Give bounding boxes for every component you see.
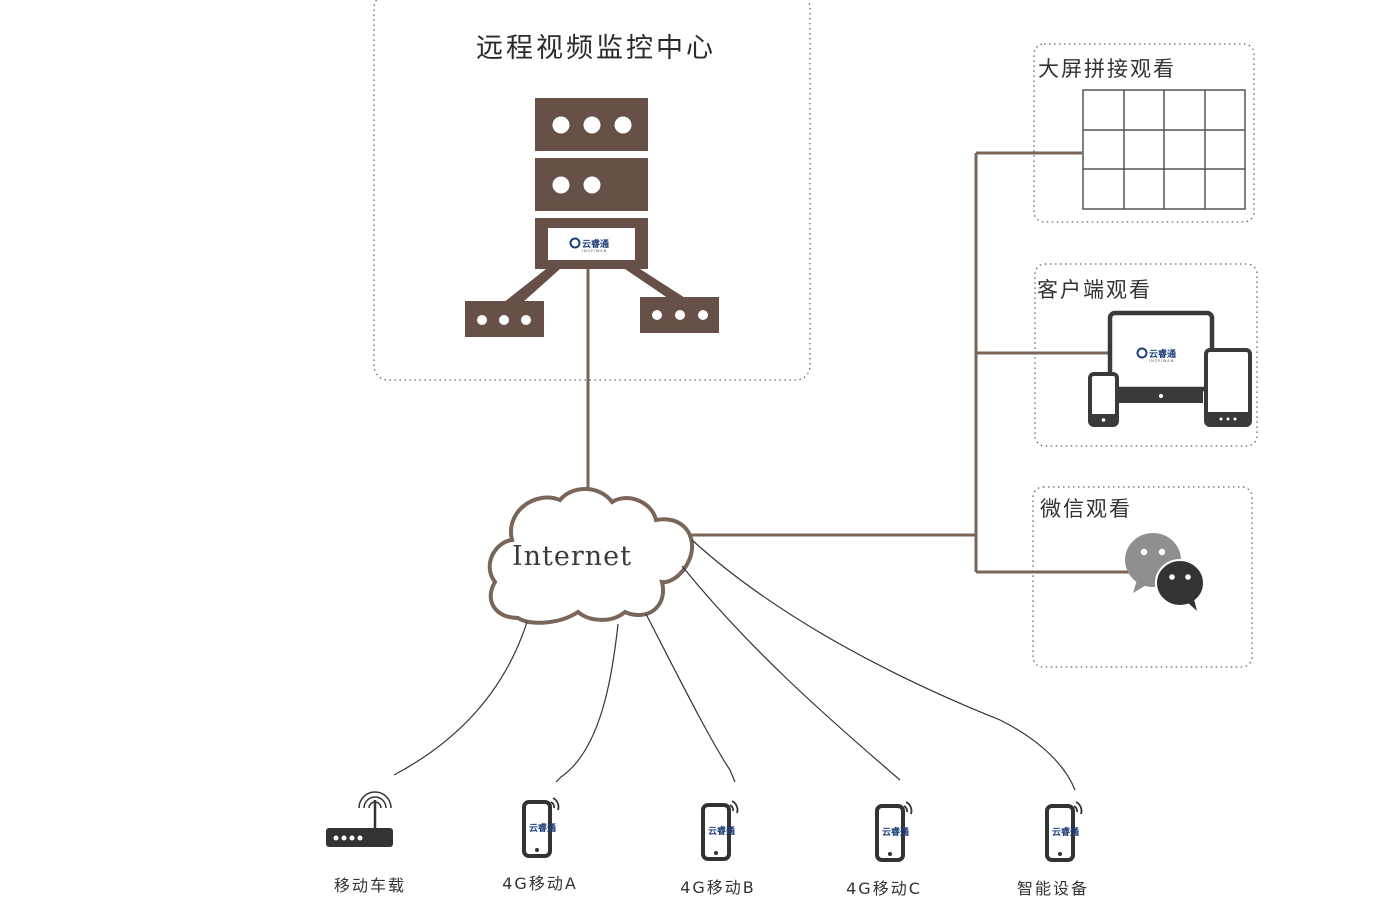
laptop-icon	[1107, 310, 1215, 403]
phone-b-logo: 云睿通	[708, 825, 735, 837]
router-icon	[325, 791, 425, 847]
wechat-icon	[1125, 533, 1205, 611]
client-logo-text: 云睿通	[1149, 348, 1176, 360]
internet-label: Internet	[512, 541, 632, 572]
server-logo: 云睿通 INSPIWAN	[569, 237, 609, 253]
server-right-arm	[625, 269, 693, 303]
big-screen-panel	[1033, 43, 1255, 223]
phone-a-icon: 云睿通	[522, 797, 560, 858]
device-label-smart: 智能设备	[1017, 879, 1089, 898]
smart-device-icon: 云睿通	[1045, 801, 1083, 862]
wechat-label: 微信观看	[1040, 497, 1132, 521]
sub-server-right-icon	[640, 297, 719, 333]
internet-cloud	[487, 487, 694, 625]
server-left-arm	[503, 269, 560, 303]
client-label: 客户端观看	[1037, 278, 1152, 302]
monitoring-center-title: 远程视频监控中心	[476, 33, 716, 64]
server-logo-text: 云睿通	[582, 238, 609, 250]
server-stack-icon	[535, 98, 648, 269]
sub-server-left-icon	[465, 301, 544, 337]
phone-c-icon: 云睿通	[875, 801, 913, 862]
video-wall-icon	[1082, 89, 1246, 210]
device-label-mobile-b: 4G移动B	[680, 878, 756, 897]
device-label-mobile-a: 4G移动A	[502, 874, 578, 893]
phone-c-logo: 云睿通	[882, 826, 909, 838]
big-screen-label: 大屏拼接观看	[1038, 57, 1176, 81]
client-phone-icon	[1088, 372, 1119, 427]
tablet-icon	[1204, 348, 1252, 427]
phone-a-logo: 云睿通	[529, 822, 556, 834]
smart-device-logo: 云睿通	[1052, 826, 1079, 838]
client-logo-subtext: INSPIWAN	[1149, 359, 1174, 363]
viewer-bus-lines	[690, 151, 1130, 574]
device-label-vehicle: 移动车载	[334, 876, 406, 895]
client-logo: 云睿通 INSPIWAN	[1136, 347, 1176, 363]
server-logo-subtext: INSPIWAN	[582, 249, 607, 253]
client-panel	[1034, 263, 1258, 447]
device-links	[393, 539, 1076, 791]
phone-b-icon: 云睿通	[701, 800, 739, 861]
device-label-mobile-c: 4G移动C	[846, 879, 922, 898]
